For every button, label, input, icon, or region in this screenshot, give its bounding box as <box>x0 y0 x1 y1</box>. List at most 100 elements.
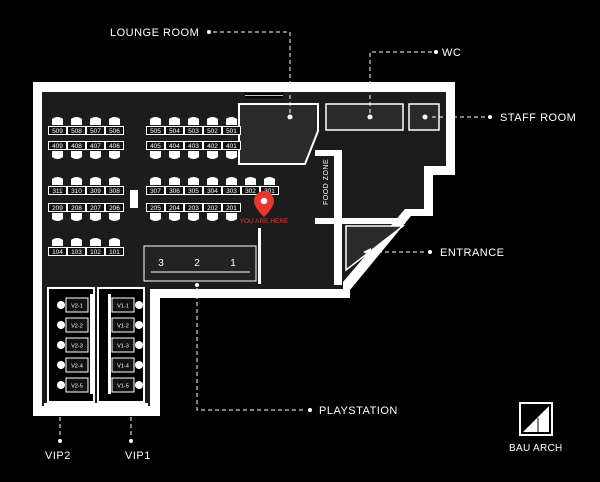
seat-number[interactable]: 308 <box>109 188 120 195</box>
seat-number[interactable]: 501 <box>226 128 237 135</box>
seat-number[interactable]: 405 <box>150 143 161 150</box>
seat-number[interactable]: 202 <box>207 205 218 212</box>
seat-number[interactable]: 302 <box>245 188 256 195</box>
seat-number[interactable]: 203 <box>188 205 199 212</box>
seat-number[interactable]: 307 <box>150 188 161 195</box>
seat-number[interactable]: 201 <box>226 205 237 212</box>
chair-icon <box>109 117 120 125</box>
seat-number[interactable]: 306 <box>169 188 180 195</box>
chair-icon <box>226 177 237 185</box>
chair-icon <box>245 177 256 185</box>
vip-seat-number[interactable]: V2-4 <box>71 364 83 370</box>
seat-number[interactable]: 507 <box>90 128 101 135</box>
desk-strip <box>48 203 124 212</box>
food-zone-wall <box>334 150 342 285</box>
seat-number[interactable]: 103 <box>71 249 82 256</box>
chair-icon <box>90 177 101 185</box>
seat-number[interactable]: 403 <box>188 143 199 150</box>
seat-number[interactable]: 206 <box>109 205 120 212</box>
chair-icon <box>109 151 120 159</box>
seat-number[interactable]: 207 <box>90 205 101 212</box>
entrance-ramp <box>345 225 406 272</box>
playstation-label: PLAYSTATION <box>319 405 398 417</box>
chair-icon <box>57 361 65 369</box>
seat-number[interactable]: 407 <box>90 143 101 150</box>
station-1-label: 1 <box>230 258 236 269</box>
seat-number[interactable]: 204 <box>169 205 180 212</box>
wc-label: WC <box>442 47 461 59</box>
chair-icon <box>57 301 65 309</box>
seat-number[interactable]: 503 <box>188 128 199 135</box>
seat-number[interactable]: 311 <box>52 188 63 195</box>
lounge-room-label: LOUNGE ROOM <box>110 27 199 39</box>
vip-seat-number[interactable]: V2-1 <box>71 304 83 310</box>
seat-number[interactable]: 310 <box>71 188 82 195</box>
seat-number[interactable]: 301 <box>264 188 275 195</box>
vip-seat-number[interactable]: V1-2 <box>117 324 129 330</box>
chair-icon <box>109 213 120 221</box>
vip-seat-number[interactable]: V1-4 <box>117 364 129 370</box>
vip-seat-number[interactable]: V1-5 <box>117 384 129 390</box>
chair-icon <box>207 117 218 125</box>
chair-icon <box>90 238 101 246</box>
chair-icon <box>264 177 275 185</box>
vip-seat-number[interactable]: V1-1 <box>117 304 129 310</box>
brand-name: BAU ARCH <box>509 443 563 454</box>
seat-number[interactable]: 402 <box>207 143 218 150</box>
seat-number[interactable]: 208 <box>71 205 82 212</box>
wc-room <box>325 103 404 131</box>
vip-seat-number[interactable]: V1-3 <box>117 344 129 350</box>
seat-number[interactable]: 409 <box>52 143 63 150</box>
chair-icon <box>109 238 120 246</box>
chair-icon <box>169 177 180 185</box>
chair-icon <box>169 213 180 221</box>
bau-arch-logo-icon <box>519 402 553 436</box>
vip-seat-number[interactable]: V2-3 <box>71 344 83 350</box>
location-pin-icon <box>254 191 274 217</box>
entrance-label: ENTRANCE <box>440 247 505 259</box>
seat-number[interactable]: 101 <box>109 249 120 256</box>
chair-icon <box>150 213 161 221</box>
desk-strip <box>48 186 124 195</box>
seat-number[interactable]: 404 <box>169 143 180 150</box>
vip-layer: V2-1V2-2V2-3V2-4V2-5 V1-1V1-2V1-3V1-4V1-5 <box>57 294 143 394</box>
seat-number[interactable]: 102 <box>90 249 101 256</box>
seat-number[interactable]: 104 <box>52 249 63 256</box>
chair-icon <box>90 213 101 221</box>
chair-icon <box>188 177 199 185</box>
desk-strip <box>48 141 124 150</box>
food-zone-label: FOOD ZONE <box>323 159 330 205</box>
seat-layer: 509 508 507 506 409 408 407 406 311 310 309 308 209 2… <box>48 117 279 256</box>
chair-icon <box>52 151 63 159</box>
seat-number[interactable]: 508 <box>71 128 82 135</box>
seat-number[interactable]: 305 <box>188 188 199 195</box>
seat-number[interactable]: 303 <box>226 188 237 195</box>
seat-number[interactable]: 509 <box>52 128 63 135</box>
seat-number[interactable]: 408 <box>71 143 82 150</box>
chair-icon <box>135 301 143 309</box>
vip2-label: VIP2 <box>45 450 71 462</box>
chair-icon <box>226 213 237 221</box>
seat-number[interactable]: 401 <box>226 143 237 150</box>
seat-number[interactable]: 502 <box>207 128 218 135</box>
vip1-label: VIP1 <box>125 450 151 462</box>
seat-number[interactable]: 406 <box>109 143 120 150</box>
seat-number[interactable]: 504 <box>169 128 180 135</box>
chair-icon <box>188 151 199 159</box>
seat-number[interactable]: 506 <box>109 128 120 135</box>
chair-icon <box>57 321 65 329</box>
chair-icon <box>150 117 161 125</box>
vip-seat-number[interactable]: V2-5 <box>71 384 83 390</box>
chair-icon <box>135 381 143 389</box>
vip-seat-number[interactable]: V2-2 <box>71 324 83 330</box>
chair-icon <box>135 341 143 349</box>
seat-number[interactable]: 205 <box>150 205 161 212</box>
seat-number[interactable]: 304 <box>207 188 218 195</box>
chair-icon <box>90 117 101 125</box>
seat-number[interactable]: 309 <box>90 188 101 195</box>
station-3-label: 3 <box>158 258 164 269</box>
seat-number[interactable]: 505 <box>150 128 161 135</box>
seat-number[interactable]: 209 <box>52 205 63 212</box>
desk-strip <box>48 247 124 256</box>
